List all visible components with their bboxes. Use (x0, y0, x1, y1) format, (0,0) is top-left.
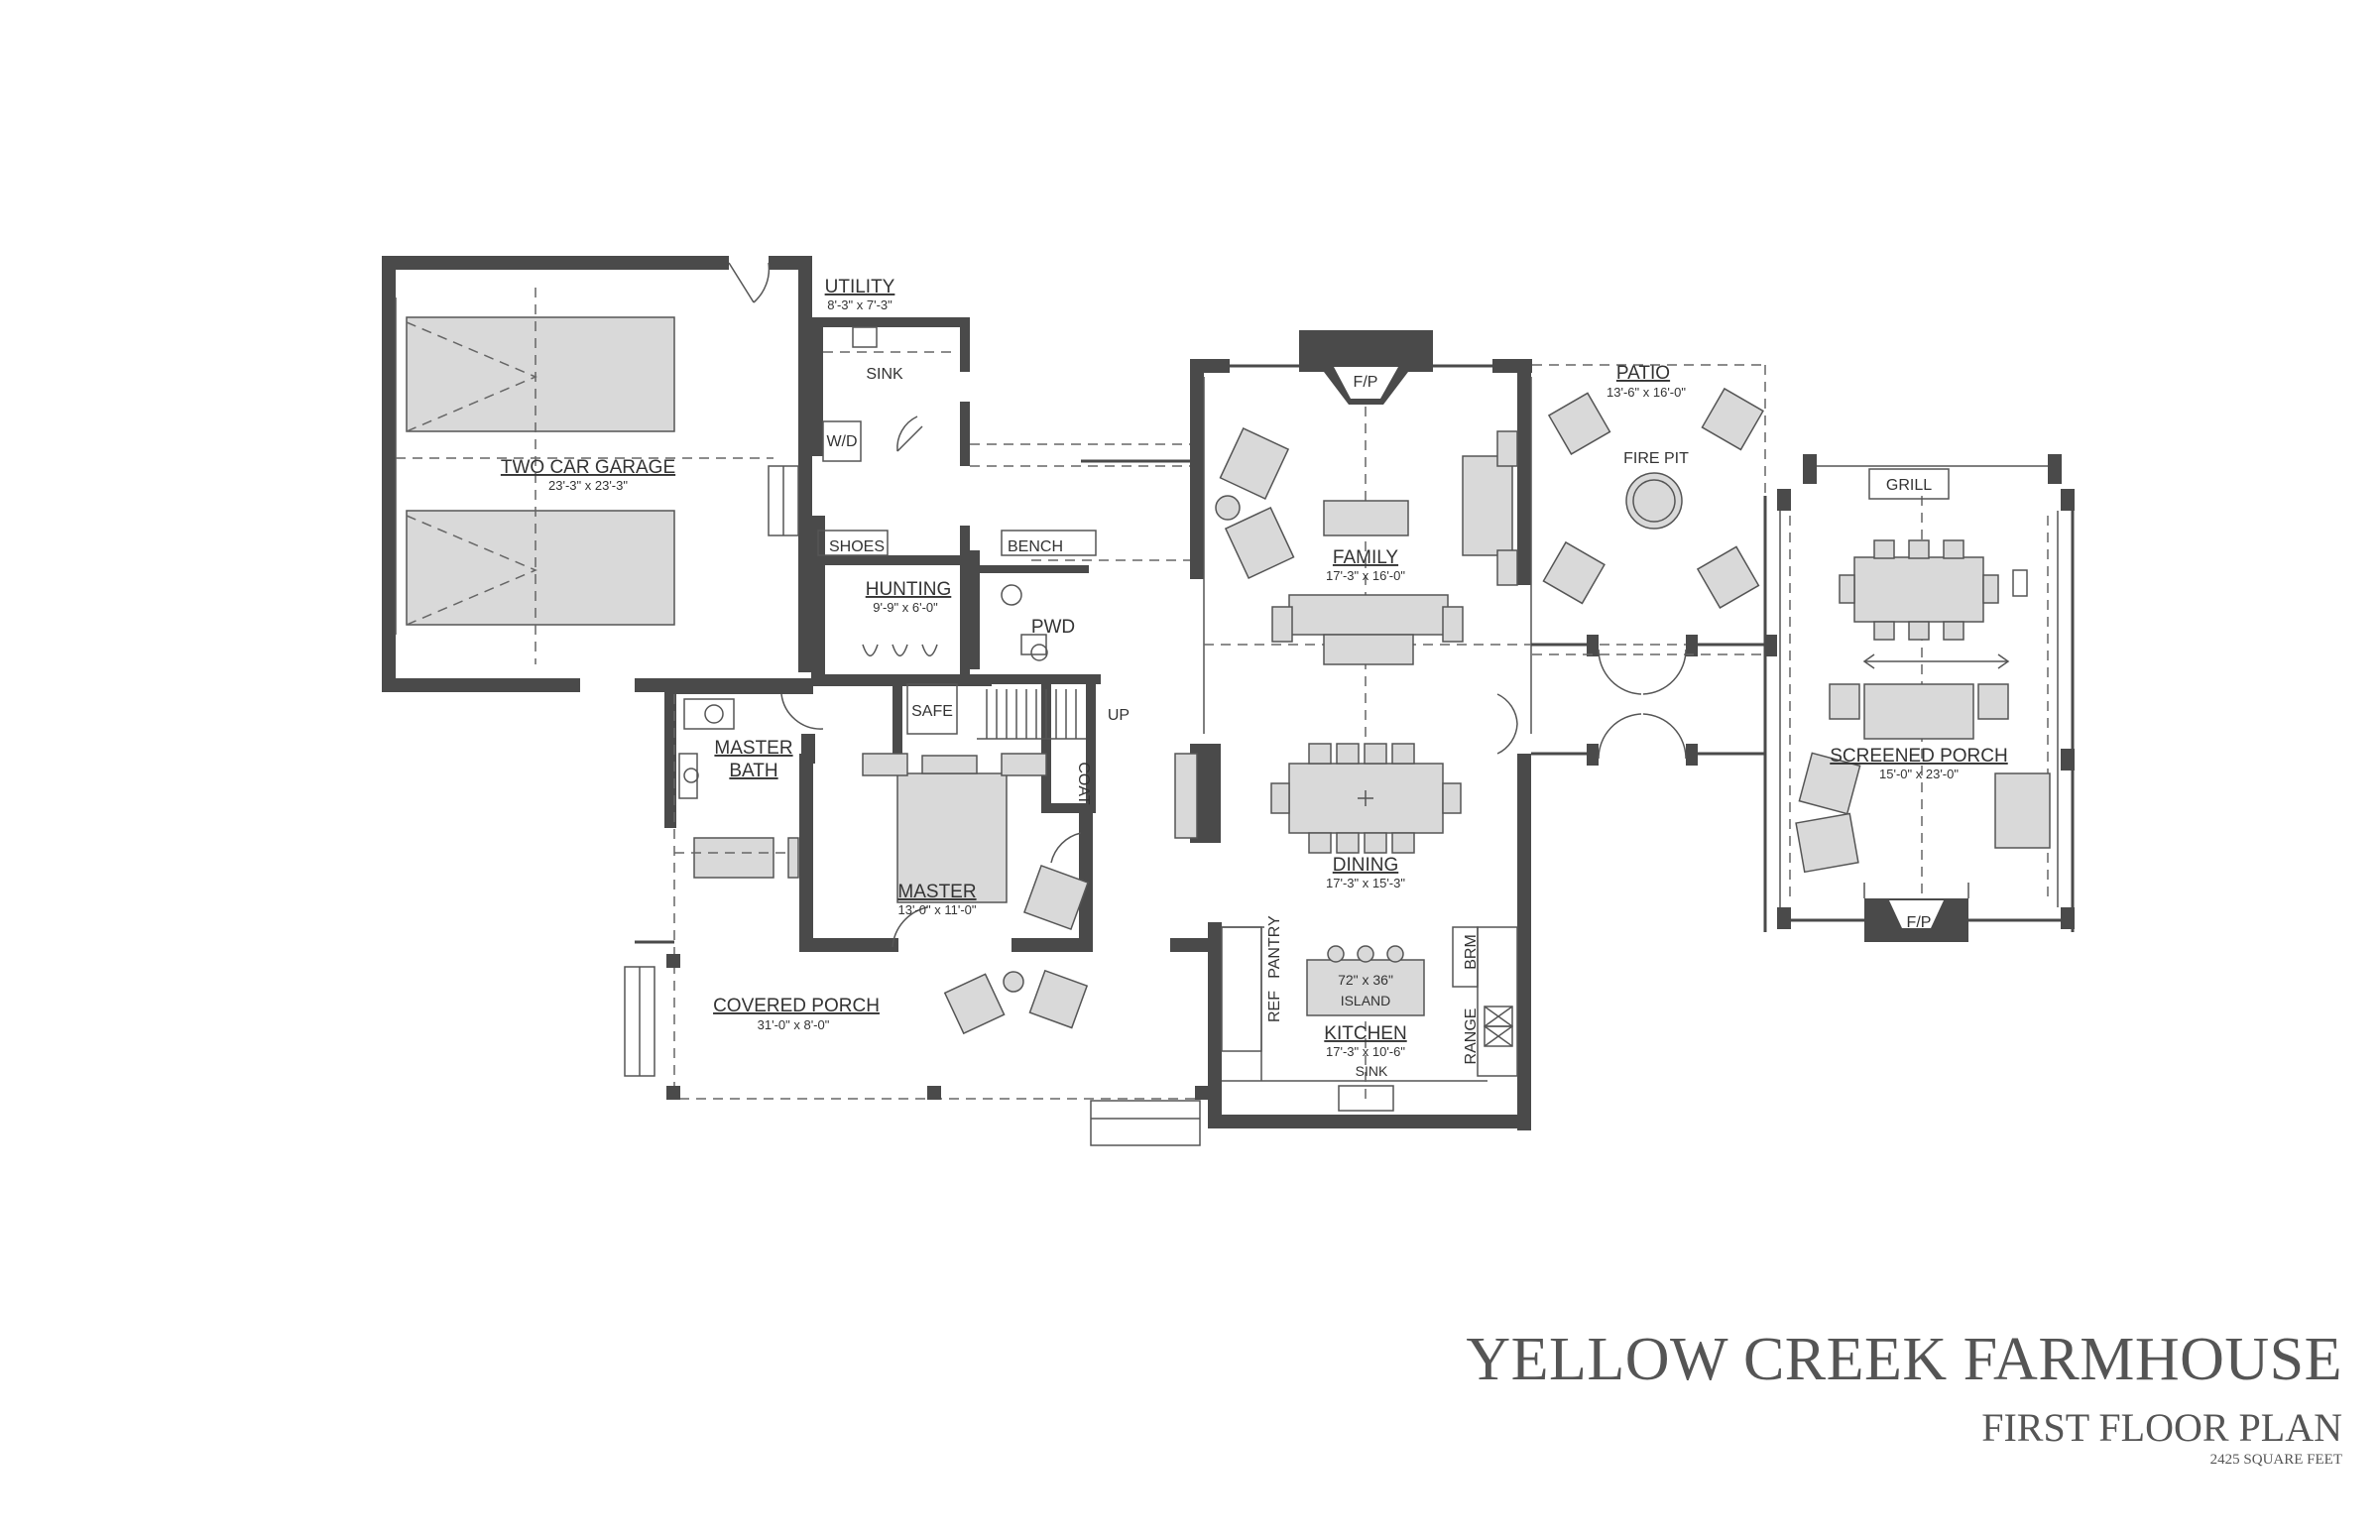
dining-name: DINING (1333, 855, 1399, 876)
utility-name: UTILITY (825, 277, 895, 297)
covered-porch: COVERED PORCH 31'-0" x 8'-0" (624, 694, 1210, 1146)
range-burners (1484, 1006, 1513, 1047)
master-bath-name-line1: MASTER (714, 738, 792, 759)
utility: UTILITY 8'-3" x 7'-3" SINK W/D (811, 277, 970, 466)
hunting-area: SHOES BENCH HUNTING 9'-9" x 6'-0" PWD (811, 443, 1200, 684)
screened-porch-name: SCREENED PORCH (1830, 746, 2007, 767)
stair-area: SAFE UP COAT (813, 674, 1130, 813)
broom-label: BRM (1463, 934, 1480, 970)
stair-up-label: UP (1108, 707, 1130, 724)
master-bedroom: MASTER 13'-0" x 11'-0" (674, 753, 1093, 952)
ref-label: REF (1266, 991, 1283, 1022)
hunting-name: HUNTING (866, 579, 952, 600)
kitchen-island (1306, 959, 1425, 1016)
great-room: F/P FAMILY 17'-3" x 16'-0" DINING (1174, 330, 1532, 1130)
safe-label: SAFE (911, 703, 953, 720)
grill (1868, 468, 1950, 500)
garage-dim: 23'-3" x 23'-3" (548, 478, 628, 493)
screened-porch-dim: 15'-0" x 23'-0" (1879, 767, 1959, 781)
washer-dryer-label: W/D (826, 433, 857, 450)
porch-fp-label: F/P (1907, 914, 1932, 931)
car-right (406, 510, 675, 626)
island-size-label: 72" x 36" (1338, 972, 1393, 988)
screened-porch: GRILL F/P SCREENED PORCH 15'-0" x 23'-0" (1763, 454, 2075, 942)
dining-dim: 17'-3" x 15'-3" (1326, 876, 1405, 890)
fire-pit (1625, 472, 1683, 530)
shoes-label: SHOES (829, 538, 885, 555)
bench-label: BENCH (1008, 538, 1063, 555)
range-label: RANGE (1463, 1008, 1480, 1065)
hunting-dim: 9'-9" x 6'-0" (873, 600, 938, 615)
family-dim: 17'-3" x 16'-0" (1326, 568, 1405, 583)
covered-porch-name: COVERED PORCH (713, 996, 880, 1016)
utility-dim: 8'-3" x 7'-3" (827, 297, 892, 312)
patio-dim: 13'-6" x 16'-0" (1606, 385, 1686, 400)
project-title: YELLOW CREEK FARMHOUSE (1466, 1326, 2342, 1393)
master-bath-name-line2: BATH (729, 761, 777, 781)
car-left (406, 316, 675, 432)
stair-treads (977, 689, 1086, 740)
square-footage: 2425 SQUARE FEET (2209, 1452, 2342, 1468)
bed (896, 772, 1008, 903)
powder-label: PWD (1031, 617, 1075, 638)
patio-name: PATIO (1616, 363, 1670, 384)
grill-label: GRILL (1886, 477, 1932, 494)
garage: TWO CAR GARAGE 23'-3" x 23'-3" (382, 256, 813, 692)
title-block: YELLOW CREEK FARMHOUSE FIRST FLOOR PLAN … (1466, 1329, 2342, 1469)
kitchen-dim: 17'-3" x 10'-6" (1326, 1044, 1405, 1059)
pantry-label: PANTRY (1266, 915, 1283, 979)
family-name: FAMILY (1333, 547, 1398, 568)
master-name: MASTER (897, 882, 976, 902)
garage-name: TWO CAR GARAGE (501, 457, 675, 478)
sheet-title: FIRST FLOOR PLAN (1981, 1405, 2342, 1450)
island-label: ISLAND (1341, 993, 1391, 1008)
coat-label: COAT (1075, 762, 1092, 804)
master-dim: 13'-0" x 11'-0" (898, 902, 977, 917)
kitchen-name: KITCHEN (1324, 1023, 1406, 1044)
kitchen-sink-label: SINK (1356, 1063, 1388, 1079)
covered-porch-dim: 31'-0" x 8'-0" (758, 1017, 830, 1032)
utility-sink-label: SINK (866, 366, 903, 383)
patio: PATIO 13'-6" x 16'-0" FIRE PIT (1531, 363, 1777, 766)
fire-pit-label: FIRE PIT (1623, 450, 1689, 467)
family-fp-label: F/P (1354, 374, 1378, 391)
